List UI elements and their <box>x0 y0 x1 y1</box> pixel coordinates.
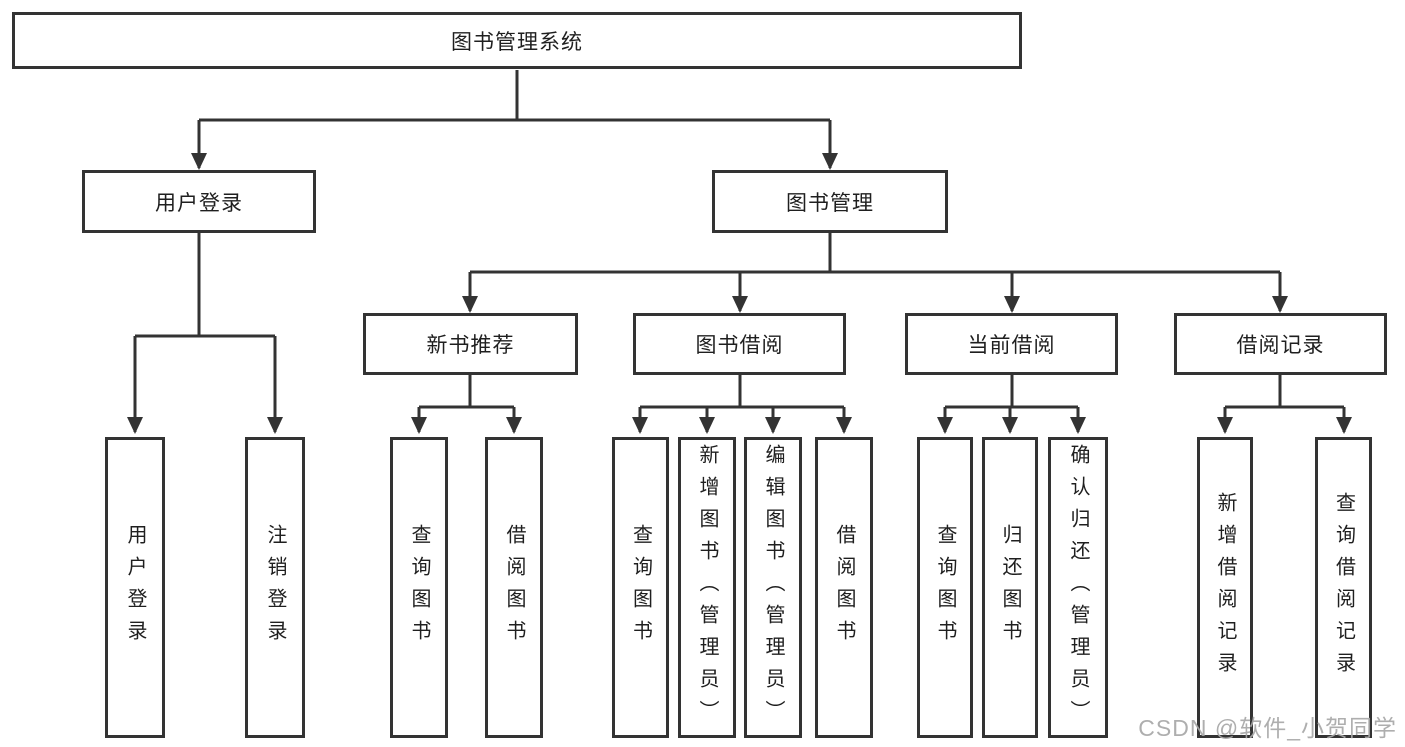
leaf-borrow-books: 借阅图书 <box>815 437 873 738</box>
node-library-management-system: 图书管理系统 <box>12 12 1022 69</box>
leaf-confirm-return-admin: 确认归还（管理员） <box>1048 437 1108 738</box>
leaf-query-borrow-record: 查询借阅记录 <box>1315 437 1372 738</box>
leaf-query-books-recommend: 查询图书 <box>390 437 448 738</box>
csdn-watermark: CSDN @软件_小贺同学 <box>1138 715 1397 741</box>
leaf-return-books: 归还图书 <box>982 437 1038 738</box>
leaf-logout: 注销登录 <box>245 437 305 738</box>
node-book-management: 图书管理 <box>712 170 948 233</box>
leaf-borrow-books-recommend: 借阅图书 <box>485 437 543 738</box>
node-book-borrow: 图书借阅 <box>633 313 846 375</box>
leaf-add-book-admin: 新增图书（管理员） <box>678 437 736 738</box>
node-new-book-recommend: 新书推荐 <box>363 313 578 375</box>
leaf-edit-book-admin: 编辑图书（管理员） <box>744 437 802 738</box>
node-borrow-records: 借阅记录 <box>1174 313 1387 375</box>
leaf-add-borrow-record: 新增借阅记录 <box>1197 437 1253 738</box>
leaf-query-books-borrow: 查询图书 <box>612 437 669 738</box>
leaf-query-books-current: 查询图书 <box>917 437 973 738</box>
leaf-user-login: 用户登录 <box>105 437 165 738</box>
node-user-login: 用户登录 <box>82 170 316 233</box>
node-current-borrow: 当前借阅 <box>905 313 1118 375</box>
